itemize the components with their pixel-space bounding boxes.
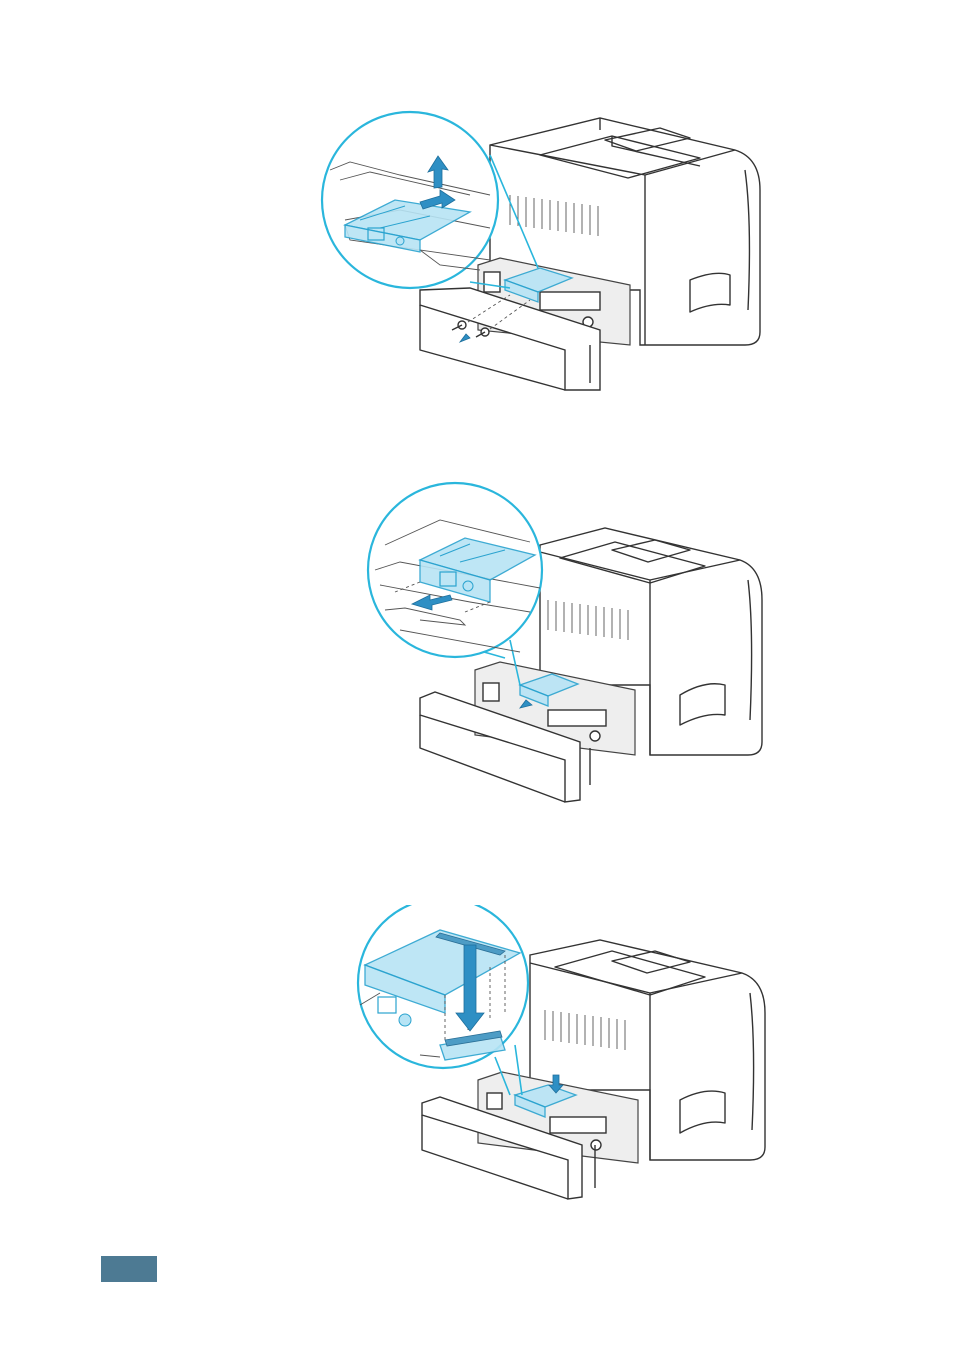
printer-slide-card-illustration <box>0 480 954 810</box>
page-number-tab <box>101 1256 157 1282</box>
printer-insert-card-illustration <box>0 905 954 1215</box>
printer-remove-card-illustration <box>0 100 954 400</box>
